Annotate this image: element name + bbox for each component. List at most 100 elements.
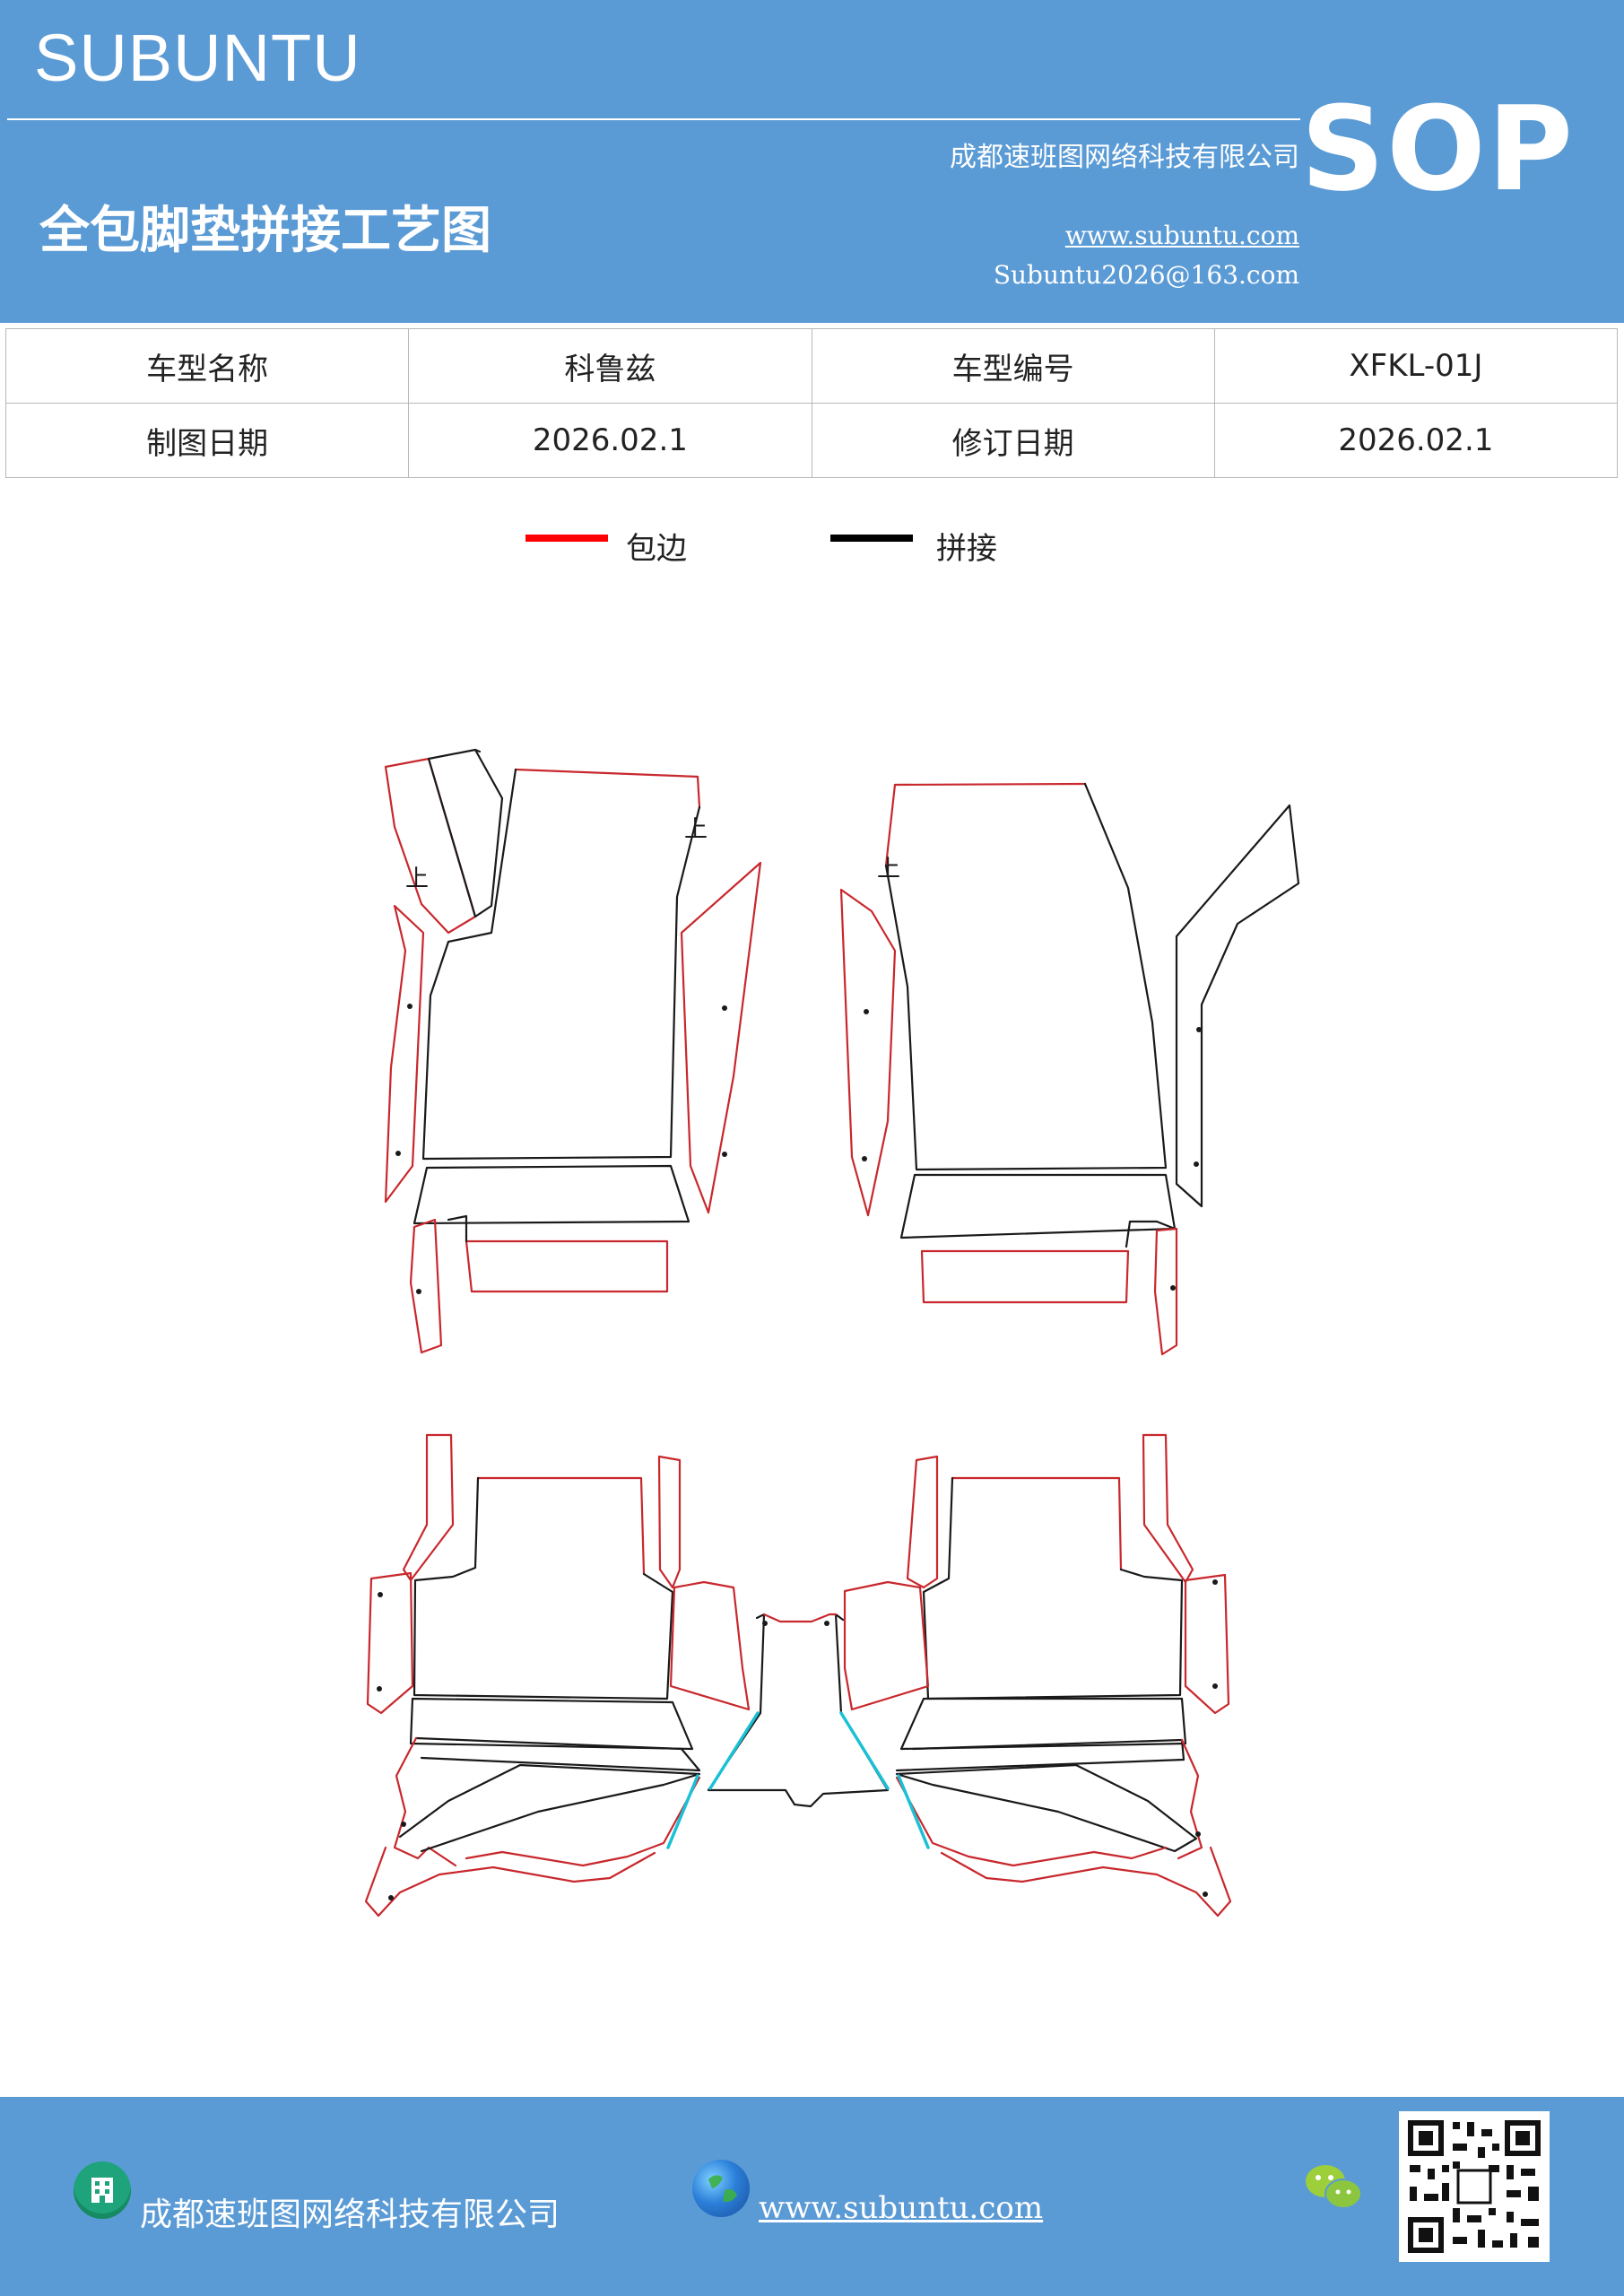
mat-piece — [384, 904, 425, 1204]
sop-badge: SOP — [1300, 81, 1575, 217]
mat-piece — [884, 782, 1087, 867]
revise-date-label: 修订日期 — [811, 403, 1215, 478]
rivet-dot — [722, 1152, 727, 1157]
rivet-dot — [864, 1009, 869, 1014]
mat-piece — [922, 1476, 1184, 1700]
rivet-dot — [1212, 1579, 1218, 1585]
mat-piece — [1177, 1738, 1203, 1860]
company-name: 成都速班图网络科技有限公司 — [950, 142, 1299, 173]
rivet-dot — [1170, 1285, 1176, 1291]
mat-piece — [708, 1711, 760, 1790]
mat-piece — [707, 1613, 890, 1808]
rivet-dot — [1212, 1683, 1218, 1689]
rivet-dot — [401, 1822, 406, 1827]
mat-piece — [940, 1846, 1232, 1918]
rear-left-mat — [364, 1433, 751, 1918]
email-address: Subuntu2026@163.com — [993, 260, 1299, 290]
mat-piece — [906, 1455, 939, 1589]
rivet-dot — [1196, 1027, 1202, 1032]
mat-piece — [1153, 1227, 1178, 1356]
mat-piece — [476, 1476, 646, 1576]
mat-piece — [473, 748, 482, 753]
mat-piece — [839, 888, 897, 1217]
mat-piece — [895, 1776, 1168, 1867]
rivet-dot — [762, 1621, 768, 1626]
footer-website-link[interactable]: www.subuntu.com — [759, 2190, 1044, 2226]
mat-piece — [839, 1711, 890, 1790]
draw-date-value: 2026.02.1 — [408, 403, 812, 478]
rivet-dot — [378, 1592, 383, 1597]
info-table: 车型名称 科鲁兹 车型编号 XFKL-01J 制图日期 2026.02.1 修订… — [4, 328, 1619, 478]
rivet-dot — [395, 1151, 401, 1156]
draw-date-label: 制图日期 — [4, 403, 410, 478]
rivet-dot — [1194, 1161, 1199, 1167]
mat-piece — [920, 1249, 1130, 1304]
rivet-dot — [862, 1156, 867, 1161]
website-link[interactable]: www.subuntu.com — [1064, 221, 1299, 250]
legend-edge-swatch — [525, 535, 608, 542]
rivet-dot — [722, 1005, 727, 1011]
mat-piece — [897, 1774, 930, 1849]
revise-date-value: 2026.02.1 — [1213, 403, 1619, 478]
mat-piece — [447, 1214, 468, 1243]
mat-piece — [899, 1173, 1177, 1239]
mat-piece — [666, 1774, 699, 1849]
qr-code-icon — [1399, 2111, 1550, 2262]
mat-piece — [366, 1571, 414, 1715]
rear-right-mat — [843, 1433, 1232, 1918]
building-icon — [74, 2161, 131, 2219]
front-right-mat: 上 — [839, 782, 1300, 1356]
mat-piece — [669, 1580, 751, 1711]
mat-piece — [384, 757, 477, 935]
header-divider — [7, 118, 1300, 120]
mat-piece — [951, 1476, 1123, 1571]
center-tunnel-mat — [707, 1613, 890, 1808]
model-name-value: 科鲁兹 — [408, 328, 812, 404]
mat-piece — [427, 748, 504, 918]
mat-piece — [895, 1763, 1198, 1853]
mat-piece — [413, 1476, 674, 1700]
table-row: 车型名称 科鲁兹 车型编号 XFKL-01J — [4, 328, 1619, 404]
brand-name: SUBUNTU — [34, 21, 361, 95]
mat-piece — [1175, 804, 1300, 1208]
mat-piece — [465, 1776, 701, 1867]
legend-joint-label: 拼接 — [936, 531, 997, 567]
rivet-dot — [407, 1004, 413, 1009]
mat-piece — [1142, 1433, 1194, 1584]
rivet-dot — [1195, 1831, 1201, 1837]
rivet-dot — [416, 1289, 421, 1294]
mat-piece — [465, 1239, 669, 1293]
mat-piece — [514, 768, 701, 809]
mat-piece — [1125, 1220, 1177, 1248]
mat-piece — [680, 861, 762, 1214]
header-banner: SUBUNTU 成都速班图网络科技有限公司 全包脚垫拼接工艺图 www.subu… — [0, 0, 1624, 323]
mat-piece — [409, 1697, 694, 1751]
mat-piece — [1184, 1573, 1230, 1715]
rivet-dot — [377, 1686, 382, 1692]
footer-company-name: 成都速班图网络科技有限公司 — [140, 2196, 560, 2233]
mat-piece — [899, 1697, 1187, 1751]
mat-piece — [843, 1580, 930, 1711]
up-mark: 上 — [684, 816, 708, 843]
mat-piece — [364, 1846, 656, 1918]
mat-piece — [402, 1433, 455, 1582]
mat-piece — [421, 768, 701, 1161]
legend-edge-label: 包边 — [626, 531, 687, 567]
footer-banner: 成都速班图网络科技有限公司 www.subuntu.com — [0, 2097, 1624, 2296]
model-name-label: 车型名称 — [4, 328, 410, 404]
rivet-dot — [1203, 1892, 1208, 1897]
rivet-dot — [388, 1895, 394, 1900]
legend-joint-swatch — [830, 535, 913, 542]
mat-piece — [414, 1736, 701, 1772]
mat-piece — [762, 1613, 838, 1623]
front-left-mat: 上 上 — [384, 748, 762, 1354]
wechat-icon[interactable] — [1302, 2160, 1365, 2213]
table-row: 制图日期 2026.02.1 修订日期 2026.02.1 — [4, 403, 1619, 478]
rivet-dot — [824, 1621, 829, 1626]
model-code-label: 车型编号 — [811, 328, 1215, 404]
document-title: 全包脚垫拼接工艺图 — [39, 202, 491, 260]
up-mark: 上 — [877, 856, 900, 883]
mat-piece — [884, 782, 1168, 1171]
mat-piece — [398, 1763, 701, 1853]
